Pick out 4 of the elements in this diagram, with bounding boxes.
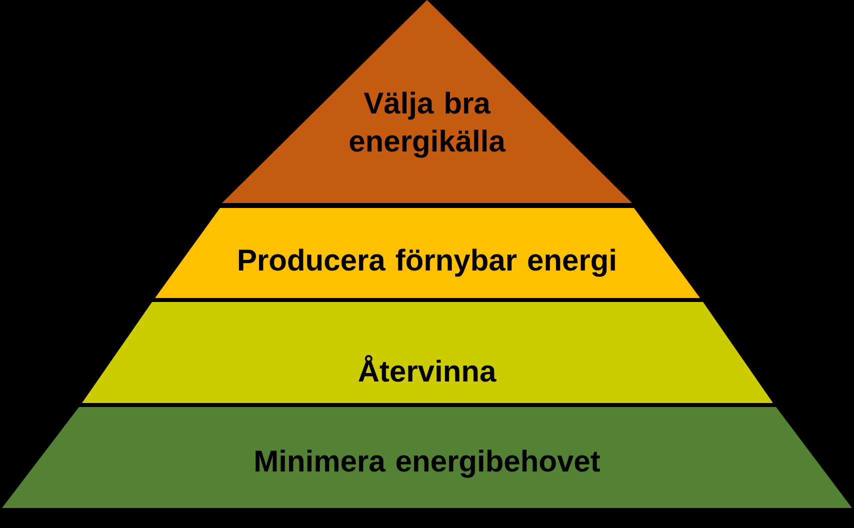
pyramid-level: Producera förnybar energi: [155, 208, 700, 298]
pyramid-level: Minimera energibehovet: [2, 407, 852, 508]
pyramid-level: Välja bra energikälla: [222, 0, 632, 203]
pyramid-level: Återvinna: [82, 302, 773, 403]
